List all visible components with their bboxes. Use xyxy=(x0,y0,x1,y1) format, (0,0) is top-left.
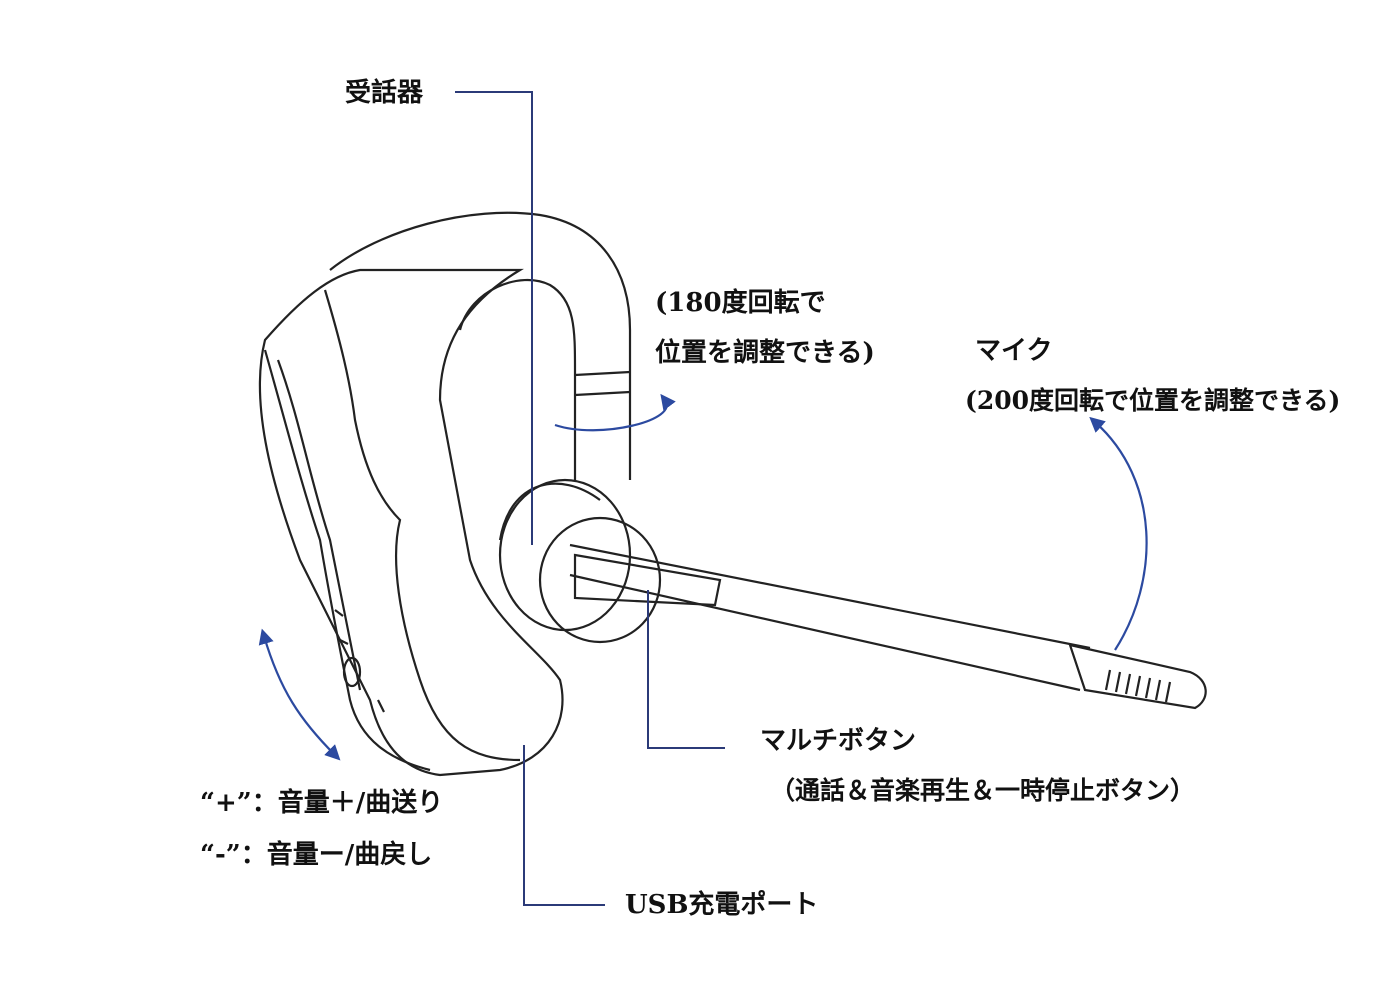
volume-button-arrow xyxy=(258,628,341,761)
receiver-leader-line xyxy=(455,91,533,545)
mic-rotation-arrow xyxy=(1089,416,1148,651)
leader-lines xyxy=(455,91,725,906)
multi-button-description: （通話＆音楽再生＆一時停止ボタン） xyxy=(770,776,1196,805)
headset-outline xyxy=(258,211,1207,777)
mic-grille xyxy=(1104,669,1172,703)
usb-leader-line xyxy=(523,745,605,906)
volume-minus-label: “-”：音量ー/曲戻し xyxy=(200,840,433,870)
mic-label: マイク xyxy=(975,336,1053,366)
boom-rotation-label-line1: (180度回転で xyxy=(655,288,826,318)
multi-button-leader-line xyxy=(647,590,725,749)
hook-rotation-arrow xyxy=(554,393,676,432)
mic-rotation-label: (200度回転で位置を調整できる) xyxy=(965,386,1341,415)
multi-button-label: マルチボタン xyxy=(760,726,917,756)
receiver-label: 受話器 xyxy=(345,78,424,108)
usb-port-label: USB充電ポート xyxy=(625,890,819,920)
boom-rotation-label-line2: 位置を調整できる) xyxy=(655,338,875,368)
volume-plus-label: “+”：音量＋/曲送り xyxy=(200,788,444,818)
